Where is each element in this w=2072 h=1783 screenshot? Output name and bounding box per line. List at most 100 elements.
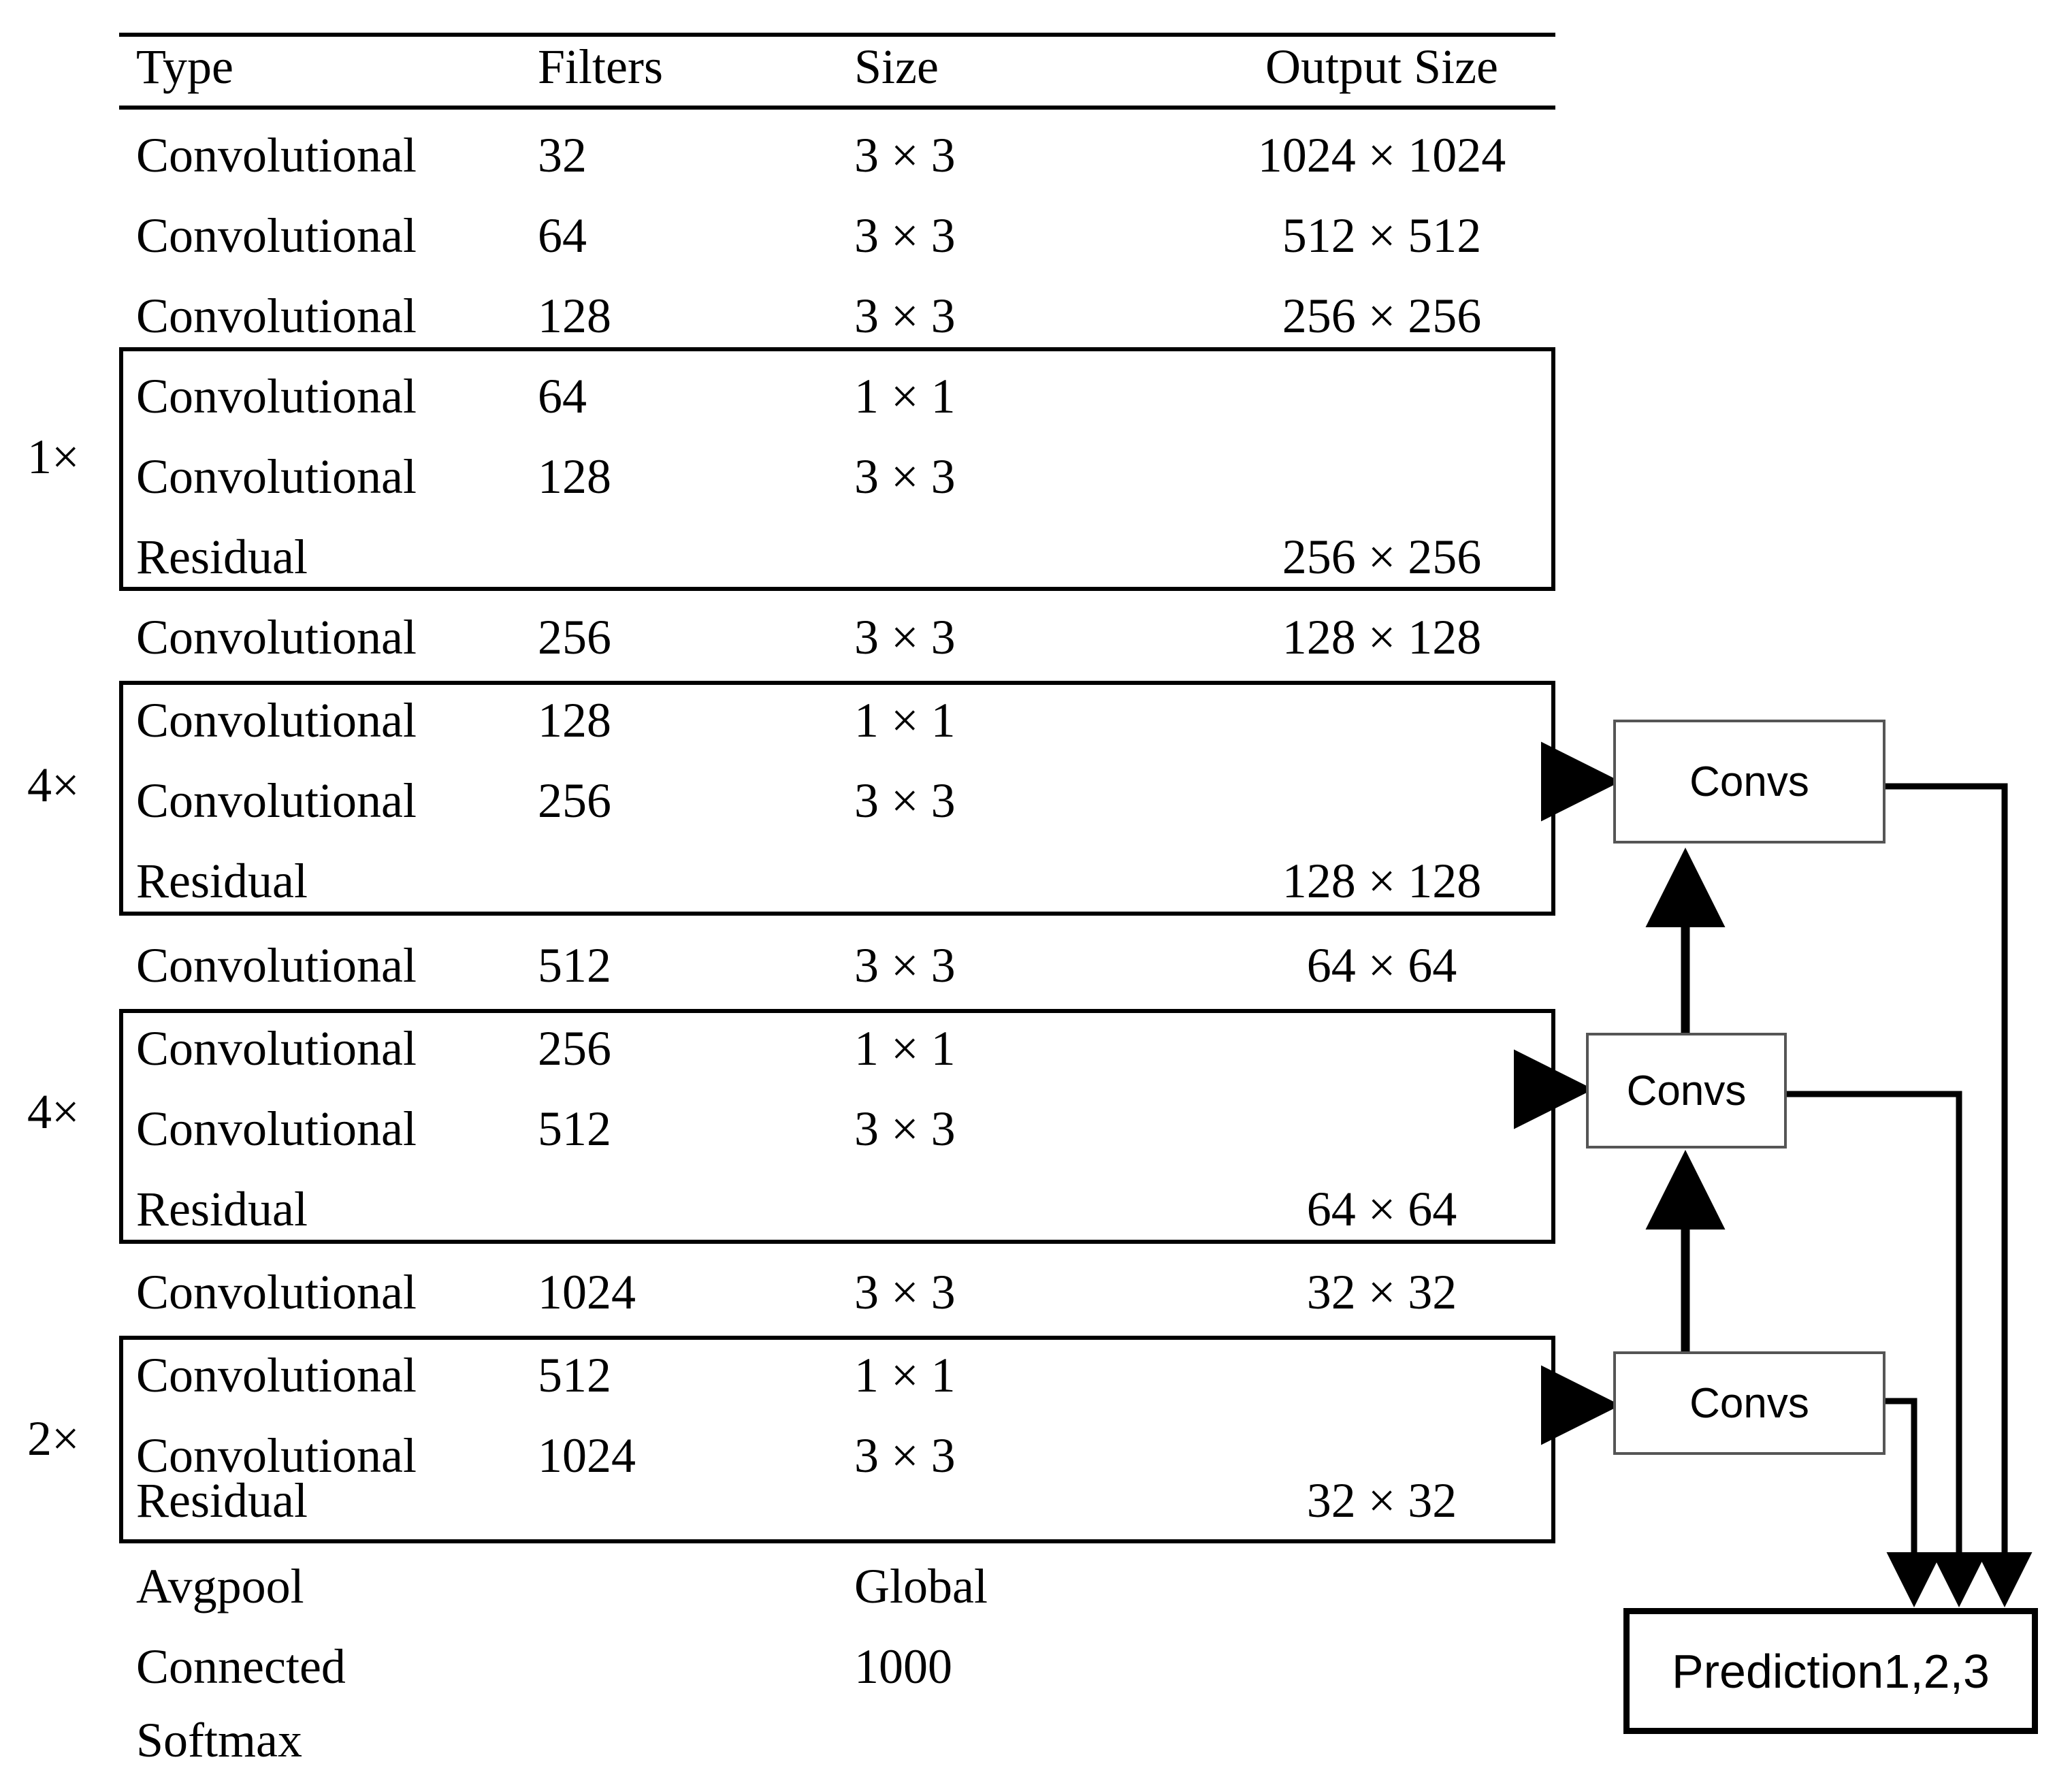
cell-size: 3 × 3 bbox=[854, 773, 956, 828]
cell-type: Softmax bbox=[136, 1713, 302, 1767]
cell-type: Convolutional bbox=[136, 693, 417, 748]
convs-block-3-label: Convs bbox=[1689, 1379, 1809, 1427]
wire-convs2-to-prediction bbox=[1787, 1091, 1987, 1607]
table-row: Convolutional 1024 3 × 3 bbox=[0, 1416, 1566, 1496]
table-top-rule bbox=[119, 33, 1555, 37]
cell-filters: 128 bbox=[538, 289, 611, 343]
cell-type: Convolutional bbox=[136, 1102, 417, 1156]
cell-output: 256 × 256 bbox=[1282, 289, 1482, 343]
table-header-rule bbox=[119, 106, 1555, 110]
table-row: Convolutional 128 3 × 3 256 × 256 bbox=[0, 276, 1566, 356]
cell-output: 32 × 32 bbox=[1306, 1473, 1457, 1528]
table-row: Convolutional 256 3 × 3 128 × 128 bbox=[0, 598, 1566, 677]
cell-type: Convolutional bbox=[136, 1265, 417, 1319]
cell-output: 64 × 64 bbox=[1306, 1182, 1457, 1236]
cell-type: Convolutional bbox=[136, 289, 417, 343]
table-row: Residual 128 × 128 bbox=[0, 841, 1566, 921]
prediction-block-label: Prediction1,2,3 bbox=[1672, 1644, 1990, 1698]
column-header-output-size: Output Size bbox=[1265, 39, 1498, 94]
cell-filters: 1024 bbox=[538, 1265, 636, 1319]
cell-type: Residual bbox=[136, 1473, 308, 1528]
cell-filters: 64 bbox=[538, 208, 587, 263]
cell-type: Residual bbox=[136, 1182, 308, 1236]
table-row: Convolutional 1024 3 × 3 32 × 32 bbox=[0, 1253, 1566, 1332]
cell-type: Convolutional bbox=[136, 208, 417, 263]
cell-size: 3 × 3 bbox=[854, 610, 956, 664]
table-row: Convolutional 512 3 × 3 64 × 64 bbox=[0, 926, 1566, 1006]
cell-size: 1 × 1 bbox=[854, 369, 956, 423]
prediction-block[interactable]: Prediction1,2,3 bbox=[1623, 1608, 2038, 1734]
wire-convs1-to-prediction bbox=[1885, 783, 2033, 1607]
cell-output: 128 × 128 bbox=[1282, 610, 1482, 664]
cell-filters: 1024 bbox=[538, 1428, 636, 1483]
cell-size: 3 × 3 bbox=[854, 1265, 956, 1319]
cell-output: 1024 × 1024 bbox=[1257, 128, 1506, 182]
table-row: Convolutional 64 1 × 1 bbox=[0, 357, 1566, 436]
cell-output: 256 × 256 bbox=[1282, 530, 1482, 584]
table-row: Convolutional 64 3 × 3 512 × 512 bbox=[0, 196, 1566, 276]
cell-type: Residual bbox=[136, 854, 308, 908]
cell-size: 3 × 3 bbox=[854, 449, 956, 504]
cell-type: Convolutional bbox=[136, 449, 417, 504]
cell-filters: 256 bbox=[538, 1021, 611, 1076]
convs-block-1[interactable]: Convs bbox=[1613, 720, 1885, 844]
cell-filters: 512 bbox=[538, 938, 611, 993]
column-header-filters: Filters bbox=[538, 39, 664, 94]
cell-type: Convolutional bbox=[136, 610, 417, 664]
cell-type: Convolutional bbox=[136, 369, 417, 423]
cell-type: Connected bbox=[136, 1639, 346, 1694]
group-multiplier-4: 2× bbox=[27, 1411, 80, 1466]
table-row: Residual 256 × 256 bbox=[0, 517, 1566, 597]
cell-output: 128 × 128 bbox=[1282, 854, 1482, 908]
group-multiplier-3: 4× bbox=[27, 1085, 80, 1139]
cell-type: Residual bbox=[136, 530, 308, 584]
cell-type: Avgpool bbox=[136, 1559, 304, 1613]
cell-size: Global bbox=[854, 1559, 988, 1613]
table-row: Softmax bbox=[0, 1701, 1566, 1780]
architecture-table: Type Filters Size Output Size 1× 4× 4× 2… bbox=[0, 27, 1566, 1780]
table-row: Convolutional 32 3 × 3 1024 × 1024 bbox=[0, 116, 1566, 195]
table-row: Avgpool Global bbox=[0, 1547, 1566, 1626]
cell-output: 512 × 512 bbox=[1282, 208, 1482, 263]
cell-size: 3 × 3 bbox=[854, 128, 956, 182]
cell-type: Convolutional bbox=[136, 1428, 417, 1483]
table-row: Convolutional 512 1 × 1 bbox=[0, 1336, 1566, 1415]
cell-type: Convolutional bbox=[136, 1021, 417, 1076]
cell-size: 1000 bbox=[854, 1639, 952, 1694]
cell-filters: 512 bbox=[538, 1348, 611, 1402]
cell-type: Convolutional bbox=[136, 1348, 417, 1402]
cell-filters: 32 bbox=[538, 128, 587, 182]
table-row: Convolutional 256 1 × 1 bbox=[0, 1009, 1566, 1089]
cell-type: Convolutional bbox=[136, 773, 417, 828]
table-row: Convolutional 512 3 × 3 bbox=[0, 1089, 1566, 1169]
cell-size: 1 × 1 bbox=[854, 1021, 956, 1076]
cell-filters: 256 bbox=[538, 773, 611, 828]
table-header-row: Type Filters Size Output Size bbox=[0, 27, 1566, 107]
cell-filters: 512 bbox=[538, 1102, 611, 1156]
cell-type: Convolutional bbox=[136, 938, 417, 993]
cell-size: 1 × 1 bbox=[854, 1348, 956, 1402]
wire-convs3-to-prediction bbox=[1885, 1398, 1942, 1607]
convs-block-3[interactable]: Convs bbox=[1613, 1351, 1885, 1455]
convs-block-2-label: Convs bbox=[1626, 1067, 1747, 1114]
column-header-size: Size bbox=[854, 39, 939, 94]
cell-size: 3 × 3 bbox=[854, 289, 956, 343]
group-multiplier-1: 1× bbox=[27, 430, 80, 484]
table-row: Convolutional 128 1 × 1 bbox=[0, 681, 1566, 760]
cell-output: 64 × 64 bbox=[1306, 938, 1457, 993]
convs-block-2[interactable]: Convs bbox=[1586, 1033, 1787, 1148]
cell-filters: 128 bbox=[538, 449, 611, 504]
cell-size: 3 × 3 bbox=[854, 1428, 956, 1483]
cell-filters: 64 bbox=[538, 369, 587, 423]
cell-size: 3 × 3 bbox=[854, 1102, 956, 1156]
convs-block-1-label: Convs bbox=[1689, 758, 1809, 805]
table-row: Connected 1000 bbox=[0, 1627, 1566, 1707]
cell-filters: 256 bbox=[538, 610, 611, 664]
table-row: Convolutional 256 3 × 3 bbox=[0, 761, 1566, 841]
group-multiplier-2: 4× bbox=[27, 758, 80, 812]
cell-filters: 128 bbox=[538, 693, 611, 748]
table-row: Residual 32 × 32 bbox=[0, 1461, 1566, 1541]
repeat-group-box-1 bbox=[119, 347, 1555, 591]
